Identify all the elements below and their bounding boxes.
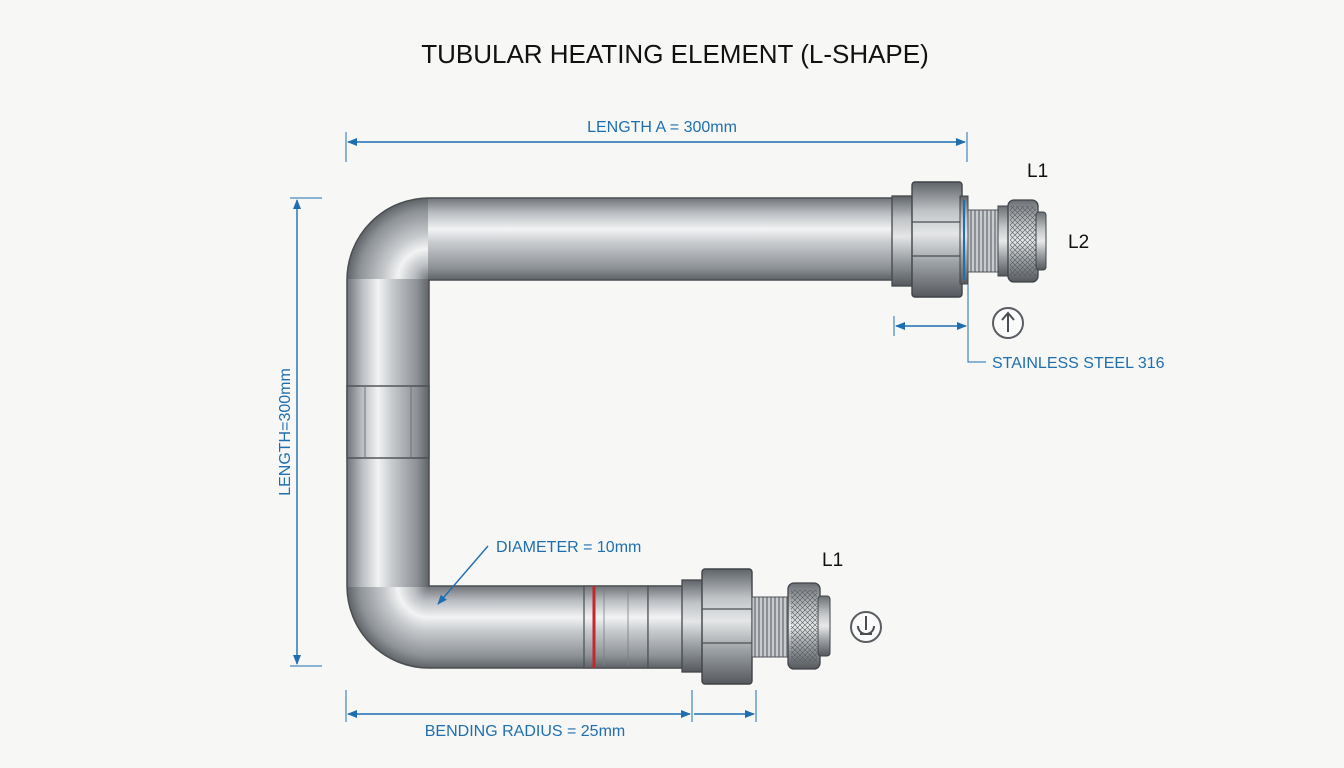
- diagram-title: TUBULAR HEATING ELEMENT (L-SHAPE): [421, 39, 929, 69]
- diameter-label: DIAMETER = 10mm: [496, 539, 641, 556]
- dimension-diameter: DIAMETER = 10mm: [437, 539, 641, 605]
- length-a-label: LENGTH A = 300mm: [587, 119, 737, 136]
- ground-circle-icon: [850, 611, 882, 643]
- material-label: STAINLESS STEEL 316: [992, 355, 1165, 372]
- top-terminal-l2-label: L2: [1068, 232, 1089, 253]
- tube-sleeve: [346, 385, 430, 459]
- dimension-length-a: LENGTH A = 300mm: [345, 119, 968, 162]
- bottom-sleeve: [583, 585, 685, 669]
- dimension-length-vertical: LENGTH=300mm: [277, 197, 322, 667]
- dimension-bending-radius: BENDING RADIUS = 25mm: [345, 690, 757, 740]
- bottom-terminal-l1-label: L1: [822, 550, 843, 571]
- bottom-thread: [751, 596, 789, 658]
- material-callout: STAINLESS STEEL 316: [893, 284, 1165, 372]
- top-hex-nut: [911, 181, 963, 298]
- length-vertical-label: LENGTH=300mm: [277, 368, 294, 496]
- bending-radius-label: BENDING RADIUS = 25mm: [425, 723, 625, 740]
- top-terminal-l1-label: L1: [1027, 161, 1048, 182]
- bottom-terminal: [681, 568, 831, 685]
- bottom-hex-nut: [701, 568, 753, 685]
- top-thread: [967, 209, 999, 273]
- arrow-up-circle-icon: [992, 307, 1024, 339]
- top-terminal: [891, 181, 1047, 298]
